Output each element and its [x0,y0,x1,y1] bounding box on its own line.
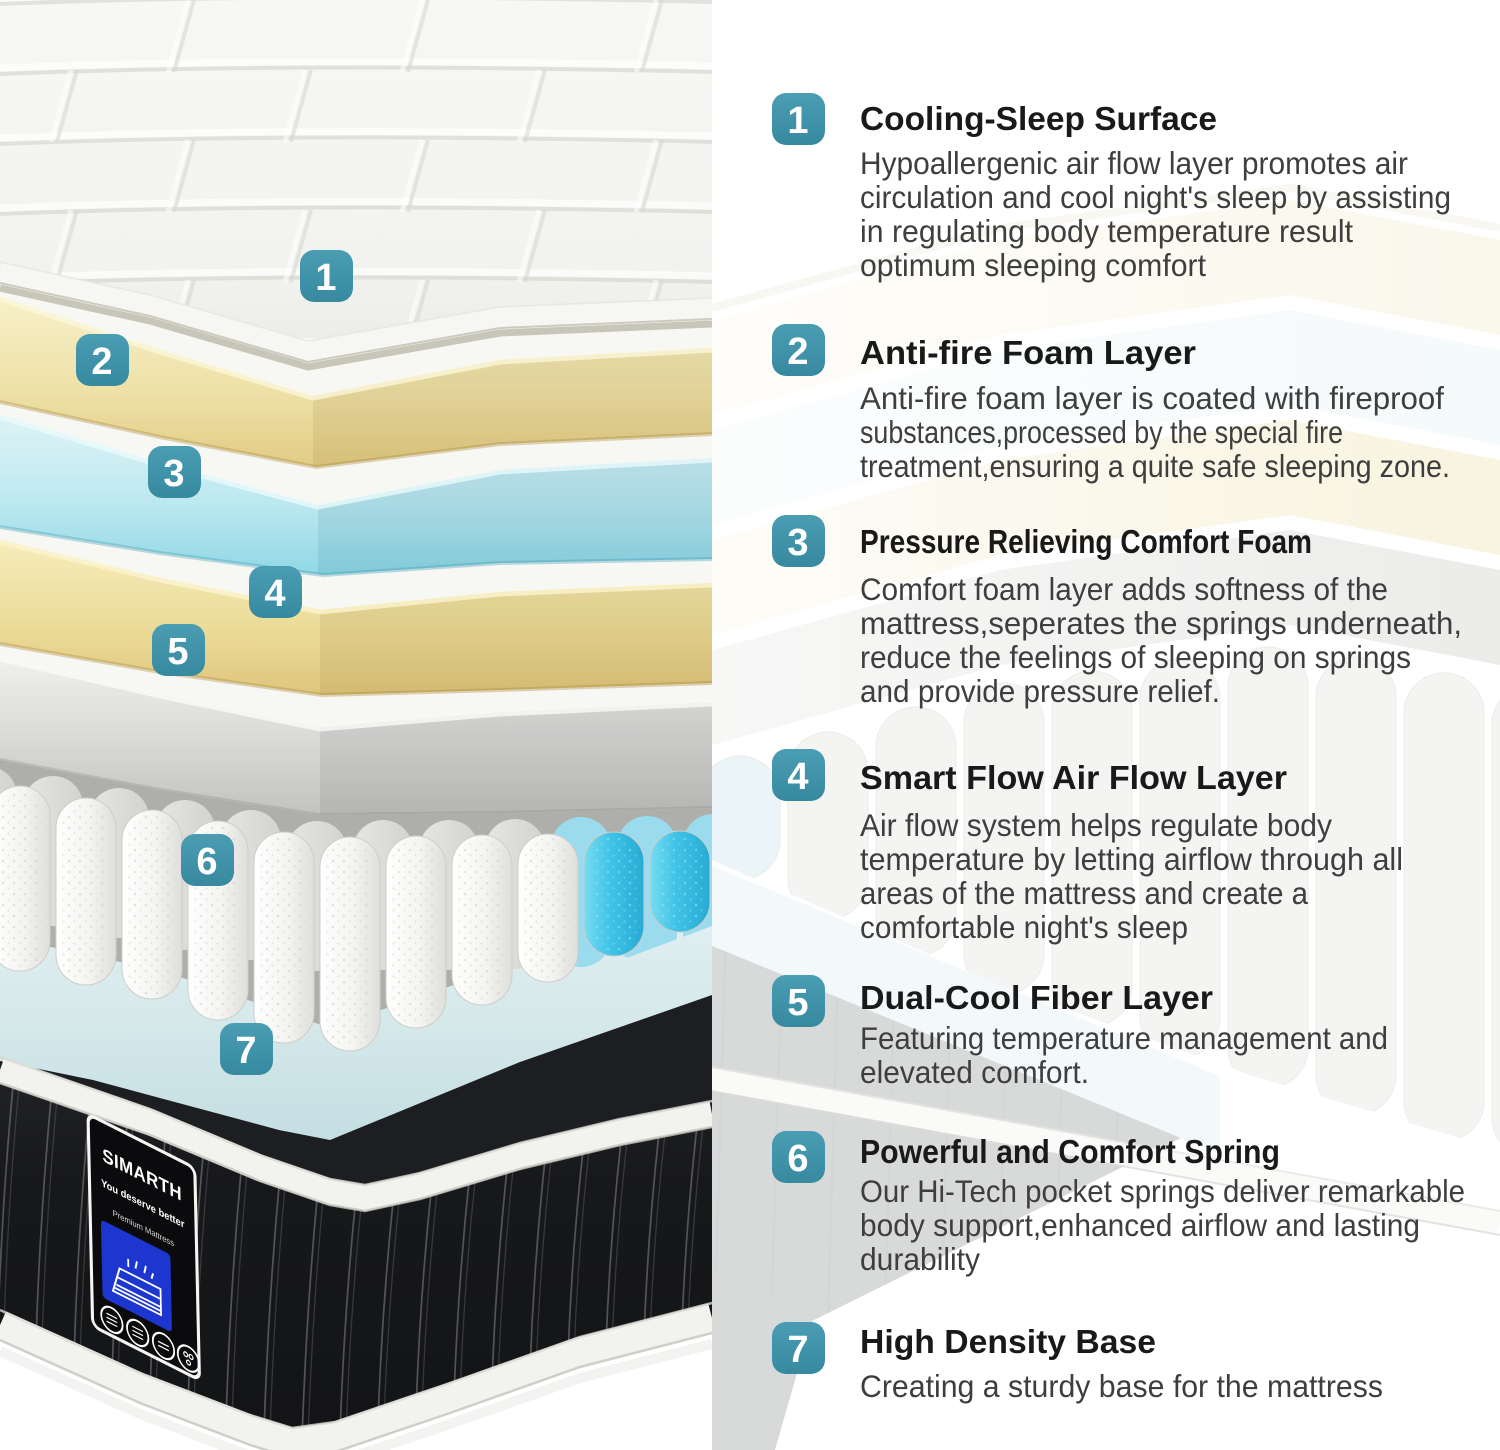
svg-text:6: 6 [787,1138,808,1180]
svg-text:4: 4 [264,573,285,615]
svg-text:comfortable night's sleep: comfortable night's sleep [860,909,1188,945]
svg-text:reduce the feelings of sleepin: reduce the feelings of sleeping on sprin… [860,639,1411,675]
svg-text:areas of the mattress and crea: areas of the mattress and create a [860,875,1308,911]
svg-text:Cooling-Sleep Surface: Cooling-Sleep Surface [860,100,1217,137]
svg-text:5: 5 [787,982,808,1024]
svg-text:substances,processed by the sp: substances,processed by the special fire [860,414,1343,450]
svg-text:Anti-fire Foam Layer: Anti-fire Foam Layer [860,334,1196,371]
svg-text:6: 6 [196,841,217,883]
svg-text:Creating a sturdy base for the: Creating a sturdy base for the mattress [860,1368,1383,1404]
svg-text:Comfort foam layer adds softne: Comfort foam layer adds softness of the [860,571,1388,607]
svg-text:Our Hi-Tech pocket springs del: Our Hi-Tech pocket springs deliver remar… [860,1173,1465,1209]
svg-text:1: 1 [315,257,336,299]
svg-text:and provide pressure relief.: and provide pressure relief. [860,673,1220,709]
svg-text:Powerful and Comfort Spring: Powerful and Comfort Spring [860,1133,1280,1170]
svg-text:2: 2 [91,341,112,383]
svg-text:7: 7 [235,1030,256,1072]
svg-text:High Density Base: High Density Base [860,1323,1156,1360]
svg-text:Anti-fire foam layer is coated: Anti-fire foam layer is coated with fire… [860,380,1444,416]
svg-text:circulation and cool night's s: circulation and cool night's sleep by as… [860,179,1451,215]
svg-text:Dual-Cool Fiber Layer: Dual-Cool Fiber Layer [860,979,1213,1016]
svg-text:temperature by letting airflow: temperature by letting airflow through a… [860,841,1403,877]
svg-text:2: 2 [787,331,808,373]
svg-text:in regulating body temperature: in regulating body temperature result [860,213,1353,249]
svg-text:3: 3 [163,453,184,495]
svg-text:1: 1 [787,100,808,142]
svg-text:4: 4 [787,756,808,798]
svg-text:3: 3 [787,522,808,564]
svg-text:Featuring temperature manageme: Featuring temperature management and [860,1020,1388,1056]
svg-text:mattress,seperates the springs: mattress,seperates the springs underneat… [860,605,1462,641]
svg-text:7: 7 [787,1329,808,1371]
svg-text:Pressure Relieving Comfort Foa: Pressure Relieving Comfort Foam [860,523,1312,560]
svg-text:durability: durability [860,1241,980,1277]
svg-text:Hypoallergenic air flow layer: Hypoallergenic air flow layer promotes a… [860,145,1408,181]
svg-text:Smart Flow Air Flow Layer: Smart Flow Air Flow Layer [860,759,1287,796]
svg-text:optimum sleeping comfort: optimum sleeping comfort [860,247,1206,283]
svg-text:elevated comfort.: elevated comfort. [860,1054,1089,1090]
svg-text:body support,enhanced airflow: body support,enhanced airflow and lastin… [860,1207,1420,1243]
svg-text:5: 5 [167,631,188,673]
svg-text:Air flow system helps regulate: Air flow system helps regulate body [860,807,1332,843]
svg-text:treatment,ensuring a quite saf: treatment,ensuring a quite safe sleeping… [860,448,1450,484]
